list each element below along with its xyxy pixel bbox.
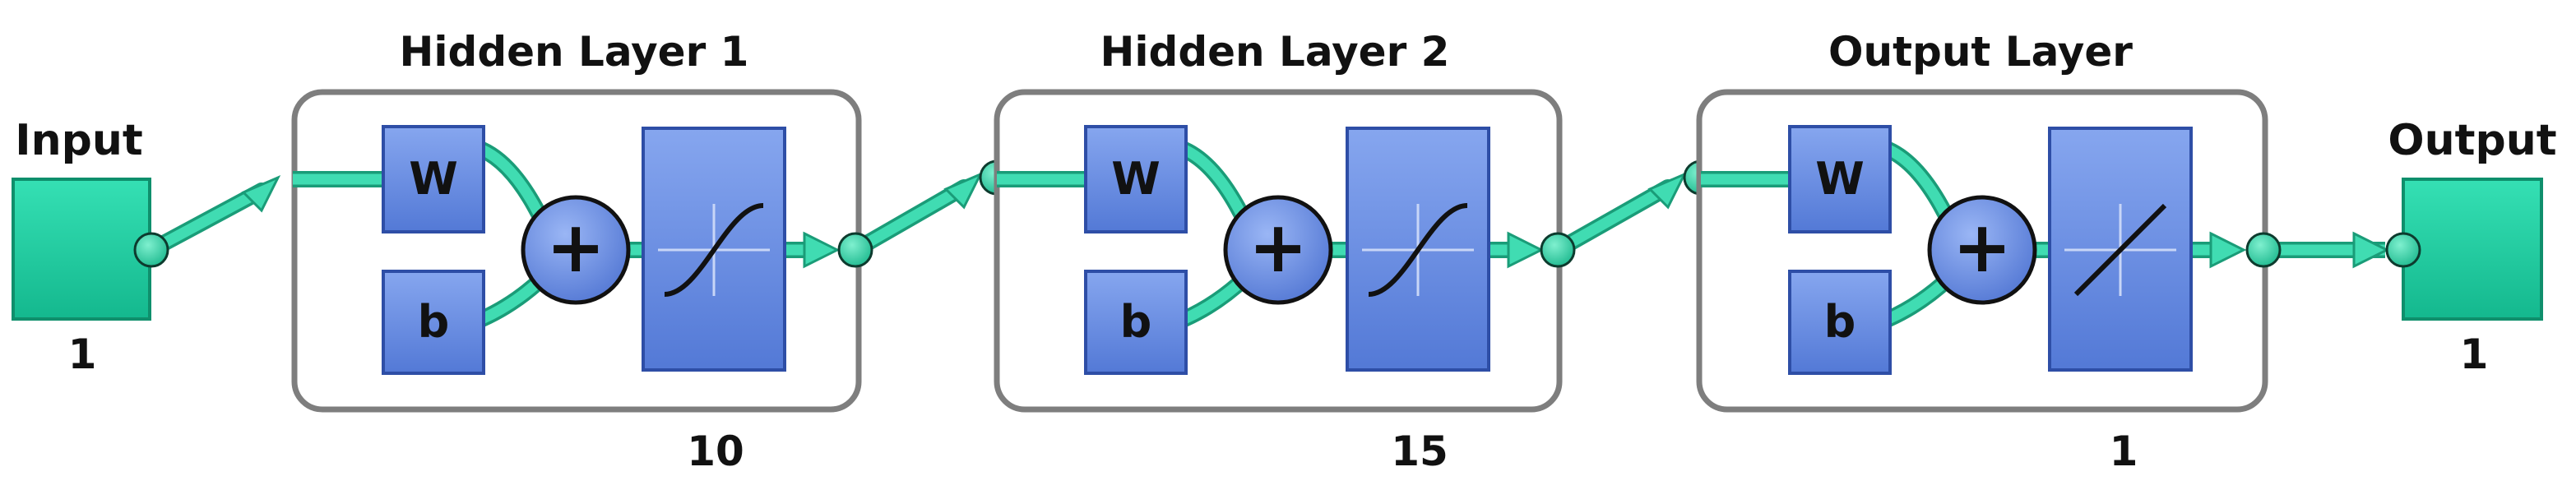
weight-label: W: [409, 153, 458, 205]
arrowhead-icon: [1507, 231, 1545, 269]
arrowhead-icon: [1647, 172, 1688, 210]
output-label: Output: [2388, 116, 2556, 165]
connector-hidden1-to-hidden2: [850, 182, 970, 256]
input-box: [12, 178, 151, 321]
bias-label: b: [1824, 296, 1856, 348]
weight-block: [1084, 125, 1188, 233]
connector-node: [837, 232, 873, 268]
sigmoid-curve-icon: [1368, 203, 1468, 297]
arrowhead-icon: [803, 231, 841, 269]
layer-hidden-2: Hidden Layer 2 W b + 15: [994, 28, 1563, 475]
layer-output: Output Layer W b + 1: [1696, 28, 2268, 475]
neuron-count: 1: [2110, 428, 2138, 475]
bias-block: [382, 270, 485, 375]
arrowhead-icon: [943, 172, 984, 210]
neuron-count: 15: [1391, 428, 1448, 475]
sum-node: [1223, 195, 1333, 305]
output-box: [2402, 178, 2543, 321]
layer-title: Hidden Layer 1: [400, 28, 749, 76]
weight-label: W: [1815, 153, 1865, 205]
sum-symbol: +: [1953, 206, 2012, 289]
input-size: 1: [68, 331, 97, 378]
bias-block: [1084, 270, 1188, 375]
weight-label: W: [1111, 153, 1161, 205]
neuron-count: 10: [687, 428, 744, 475]
connector-hidden2-to-output-layer: [1552, 182, 1674, 256]
weight-block: [382, 125, 485, 233]
bias-label: b: [1120, 296, 1152, 348]
connector-node: [1540, 232, 1576, 268]
sum-symbol: +: [1249, 206, 1308, 289]
layer-title: Hidden Layer 2: [1100, 28, 1450, 76]
input-label: Input: [15, 116, 142, 165]
bias-label: b: [418, 296, 450, 348]
layer-title: Output Layer: [1828, 28, 2133, 76]
connector-node: [133, 232, 169, 268]
sum-node: [1927, 195, 2037, 305]
linear-curve-icon: [2073, 203, 2167, 297]
weight-block: [1788, 125, 1892, 233]
sum-node: [521, 195, 631, 305]
arrowhead-icon: [241, 175, 281, 213]
bias-block: [1788, 270, 1892, 375]
arrowhead-icon: [2209, 231, 2247, 269]
arrowhead-icon: [2352, 231, 2390, 269]
sum-symbol: +: [546, 206, 605, 289]
layer-hidden-1: Hidden Layer 1 W b + 10: [291, 28, 862, 475]
output-size: 1: [2460, 331, 2489, 378]
sigmoid-curve-icon: [664, 203, 764, 297]
connector-node: [2245, 232, 2282, 268]
connector-node: [2385, 232, 2421, 268]
